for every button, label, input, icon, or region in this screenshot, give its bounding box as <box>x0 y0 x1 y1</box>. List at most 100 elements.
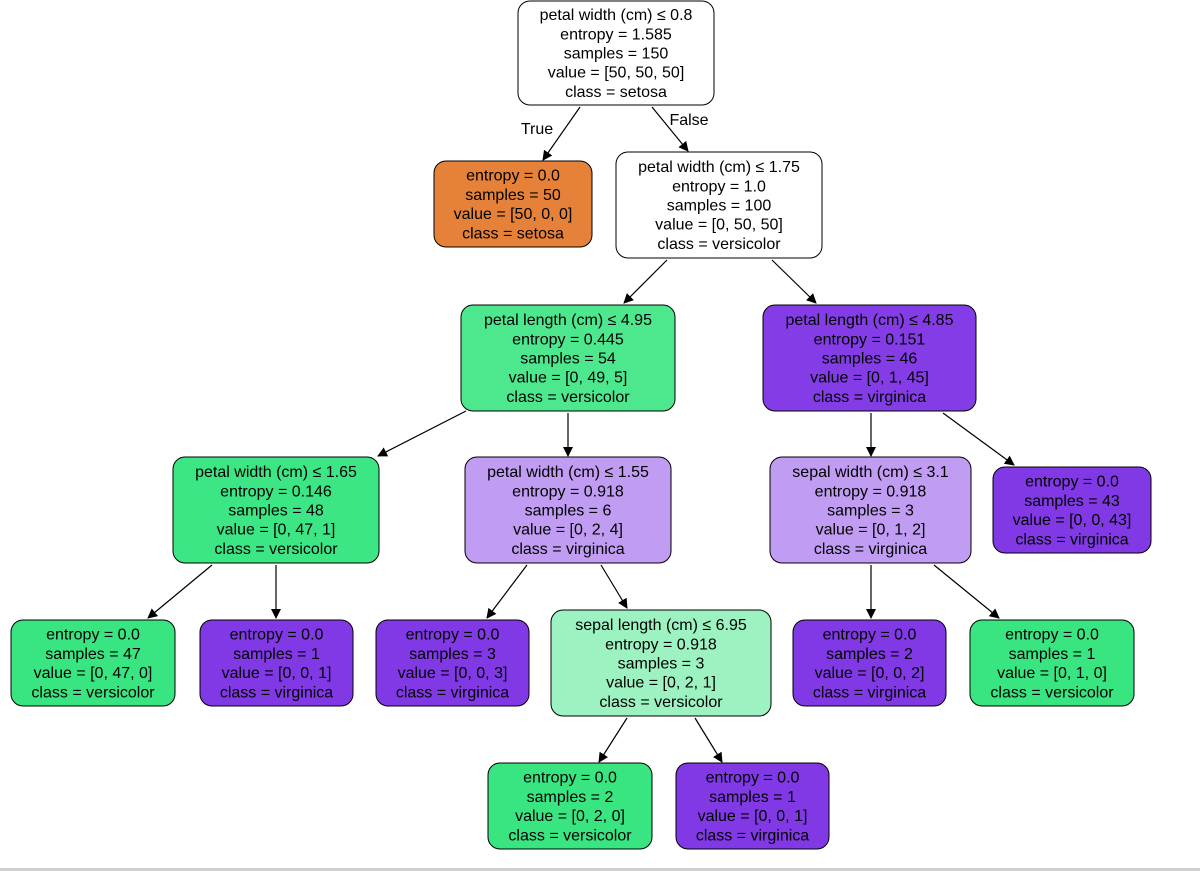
node-text-line: entropy = 0.146 <box>220 483 332 500</box>
node-text-line: samples = 48 <box>228 503 324 520</box>
node-text-line: entropy = 0.0 <box>823 627 917 644</box>
node-text-line: value = [0, 2, 1] <box>606 675 716 692</box>
node-text-line: entropy = 1.585 <box>560 26 672 43</box>
node-text-line: class = setosa <box>565 84 667 101</box>
tree-node-n15: entropy = 0.0 samples = 2 value = [0, 2, 0… <box>487 762 653 850</box>
edge-n0-n1: True <box>521 106 581 161</box>
edge-arrow <box>623 259 668 304</box>
edge-n2-n4 <box>771 259 817 304</box>
edge-arrow <box>771 259 817 304</box>
edge-arrow <box>942 412 1015 466</box>
node-text-line: class = versicolor <box>506 389 630 406</box>
node-text-line: samples = 50 <box>465 187 561 204</box>
edge-arrow <box>147 564 213 619</box>
edge-n2-n3 <box>623 259 668 304</box>
edge-n3-n5 <box>377 410 467 457</box>
node-text-line: sepal length (cm) ≤ 6.95 <box>575 617 747 634</box>
node-text-line: value = [50, 0, 0] <box>454 206 573 223</box>
node-text-line: value = [0, 0, 1] <box>222 665 332 682</box>
node-text-line: entropy = 0.918 <box>605 636 717 653</box>
node-box <box>792 619 947 707</box>
node-text-line: samples = 1 <box>1009 646 1096 663</box>
node-box <box>487 762 653 850</box>
node-text-line: value = [0, 0, 1] <box>698 808 808 825</box>
node-text-line: value = [0, 1, 0] <box>997 665 1107 682</box>
node-text-line: samples = 100 <box>667 198 772 215</box>
edge-arrow <box>933 564 1000 619</box>
node-text-line: class = versicolor <box>599 694 723 711</box>
node-text-line: class = versicolor <box>990 684 1114 701</box>
node-text-line: samples = 1 <box>709 789 796 806</box>
node-text-line: class = virginica <box>1015 531 1128 548</box>
edge-arrow <box>694 717 723 763</box>
node-text-line: class = versicolor <box>508 827 632 844</box>
node-text-line: class = versicolor <box>657 236 781 253</box>
node-text-line: petal width (cm) ≤ 0.8 <box>540 7 693 24</box>
node-text-line: value = [0, 0, 3] <box>398 665 508 682</box>
node-text-line: petal width (cm) ≤ 1.65 <box>195 464 357 481</box>
edge-n7-n14 <box>933 564 1000 619</box>
node-text-line: class = virginica <box>220 684 333 701</box>
node-text-line: samples = 43 <box>1024 493 1120 510</box>
node-box <box>969 619 1135 707</box>
node-text-line: class = virginica <box>814 541 927 558</box>
node-text-line: entropy = 0.0 <box>523 770 617 787</box>
bottom-divider <box>0 868 1200 871</box>
node-text-line: value = [0, 2, 4] <box>513 522 623 539</box>
node-text-line: samples = 2 <box>826 646 913 663</box>
edge-arrow <box>542 106 581 161</box>
tree-node-n3: petal length (cm) ≤ 4.95 entropy = 0.445 s… <box>460 304 676 412</box>
node-text-line: entropy = 0.0 <box>1025 474 1119 491</box>
edge-n0-n2: False <box>651 106 709 152</box>
node-text-line: entropy = 0.0 <box>466 168 560 185</box>
node-text-line: entropy = 0.0 <box>1005 627 1099 644</box>
edge-arrow <box>651 106 689 152</box>
node-text-line: entropy = 0.918 <box>815 483 927 500</box>
node-text-line: samples = 2 <box>527 789 614 806</box>
node-text-line: value = [0, 1, 2] <box>816 522 926 539</box>
node-text-line: value = [0, 2, 0] <box>515 808 625 825</box>
edge-n12-n16 <box>694 717 723 763</box>
node-text-line: samples = 3 <box>827 503 914 520</box>
node-text-line: samples = 6 <box>525 503 612 520</box>
node-text-line: samples = 46 <box>822 351 918 368</box>
edge-label-false: False <box>669 112 708 129</box>
node-box <box>433 160 593 248</box>
edge-arrow <box>377 410 467 457</box>
node-text-line: value = [0, 50, 50] <box>655 217 783 234</box>
node-text-line: entropy = 1.0 <box>672 178 766 195</box>
node-text-line: entropy = 0.151 <box>814 331 926 348</box>
node-text-line: petal length (cm) ≤ 4.95 <box>484 312 652 329</box>
node-text-line: entropy = 0.918 <box>512 483 624 500</box>
node-text-line: entropy = 0.445 <box>512 331 624 348</box>
edge-n6-n11 <box>486 564 528 619</box>
node-text-line: samples = 54 <box>520 351 616 368</box>
node-text-line: value = [0, 47, 1] <box>217 522 336 539</box>
nodes-layer: petal width (cm) ≤ 0.8 entropy = 1.585 sam… <box>10 0 1152 850</box>
edge-arrow <box>598 717 628 763</box>
node-text-line: value = [50, 50, 50] <box>548 65 685 82</box>
node-text-line: class = virginica <box>813 389 926 406</box>
node-box <box>992 466 1152 554</box>
edge-n6-n12 <box>600 564 628 609</box>
node-text-line: class = virginica <box>511 541 624 558</box>
edge-n12-n15 <box>598 717 628 763</box>
node-box <box>375 619 530 707</box>
node-box <box>464 456 672 564</box>
node-text-line: petal length (cm) ≤ 4.85 <box>786 312 954 329</box>
node-text-line: class = versicolor <box>214 541 338 558</box>
node-text-line: class = virginica <box>696 827 809 844</box>
node-text-line: samples = 47 <box>45 646 141 663</box>
edge-label-true: True <box>521 121 553 138</box>
node-box <box>615 151 823 259</box>
node-text-line: sepal width (cm) ≤ 3.1 <box>792 464 948 481</box>
